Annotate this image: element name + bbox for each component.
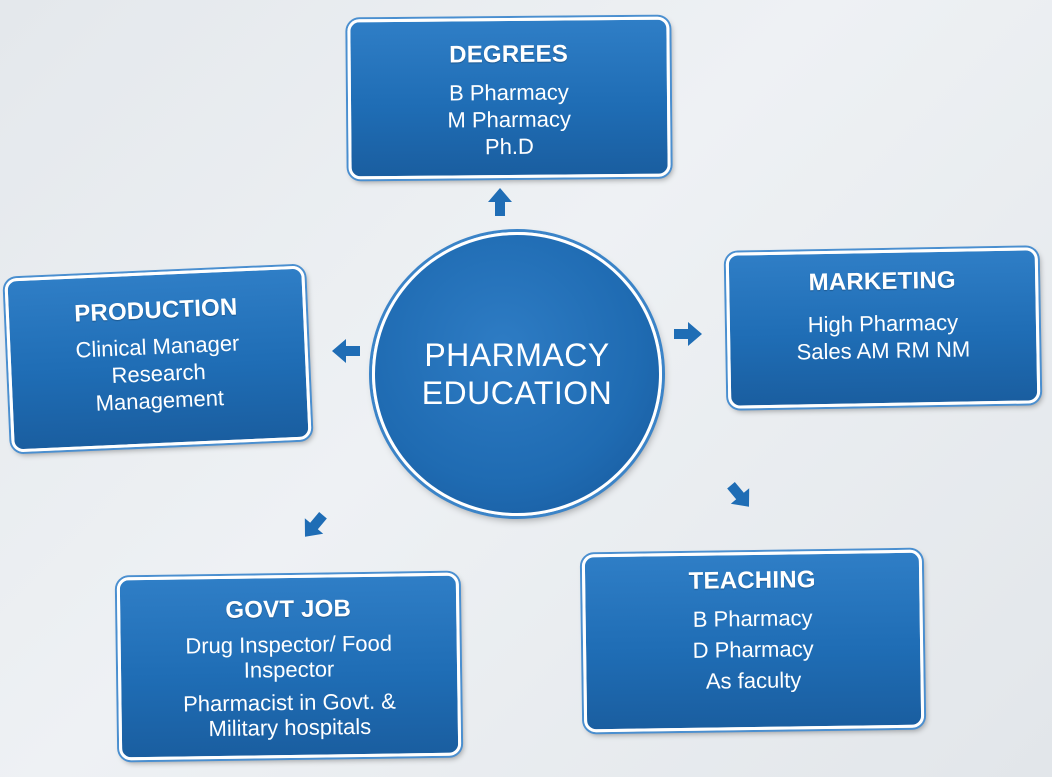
degrees-item: M Pharmacy (447, 106, 572, 133)
arrow-left-icon (332, 339, 360, 363)
arrow-right-icon (674, 322, 702, 346)
degrees-title: DEGREES (449, 40, 569, 69)
teaching-box: TEACHING B Pharmacy D Pharmacy As facult… (581, 549, 925, 733)
govt-job-title: GOVT JOB (225, 595, 352, 624)
teaching-title: TEACHING (688, 566, 816, 595)
teaching-item: B Pharmacy (692, 605, 813, 632)
arrow-down-left-icon (304, 512, 327, 537)
arrow-down-right-icon (727, 482, 750, 507)
teaching-item: As faculty (705, 667, 802, 694)
govt-job-item: Military hospitals (208, 713, 372, 742)
degrees-box: DEGREES B Pharmacy M Pharmacy Ph.D (347, 16, 671, 180)
production-box: PRODUCTION Clinical Manager Research Man… (4, 265, 312, 453)
degrees-item: B Pharmacy (448, 79, 569, 106)
marketing-box: MARKETING High Pharmacy Sales AM RM NM (725, 247, 1041, 409)
center-title-line1: PHARMACY (424, 337, 610, 373)
production-title: PRODUCTION (73, 293, 239, 328)
arrow-up-icon (488, 188, 512, 216)
center-circle: PHARMACY EDUCATION (372, 232, 662, 516)
degrees-item: Ph.D (484, 133, 534, 160)
govt-job-box: GOVT JOB Drug Inspector/ Food Inspector … (116, 572, 462, 761)
marketing-item: Sales AM RM NM (796, 336, 971, 365)
center-title-line2: EDUCATION (421, 375, 613, 411)
teaching-item: D Pharmacy (692, 636, 814, 663)
marketing-title: MARKETING (808, 266, 956, 297)
